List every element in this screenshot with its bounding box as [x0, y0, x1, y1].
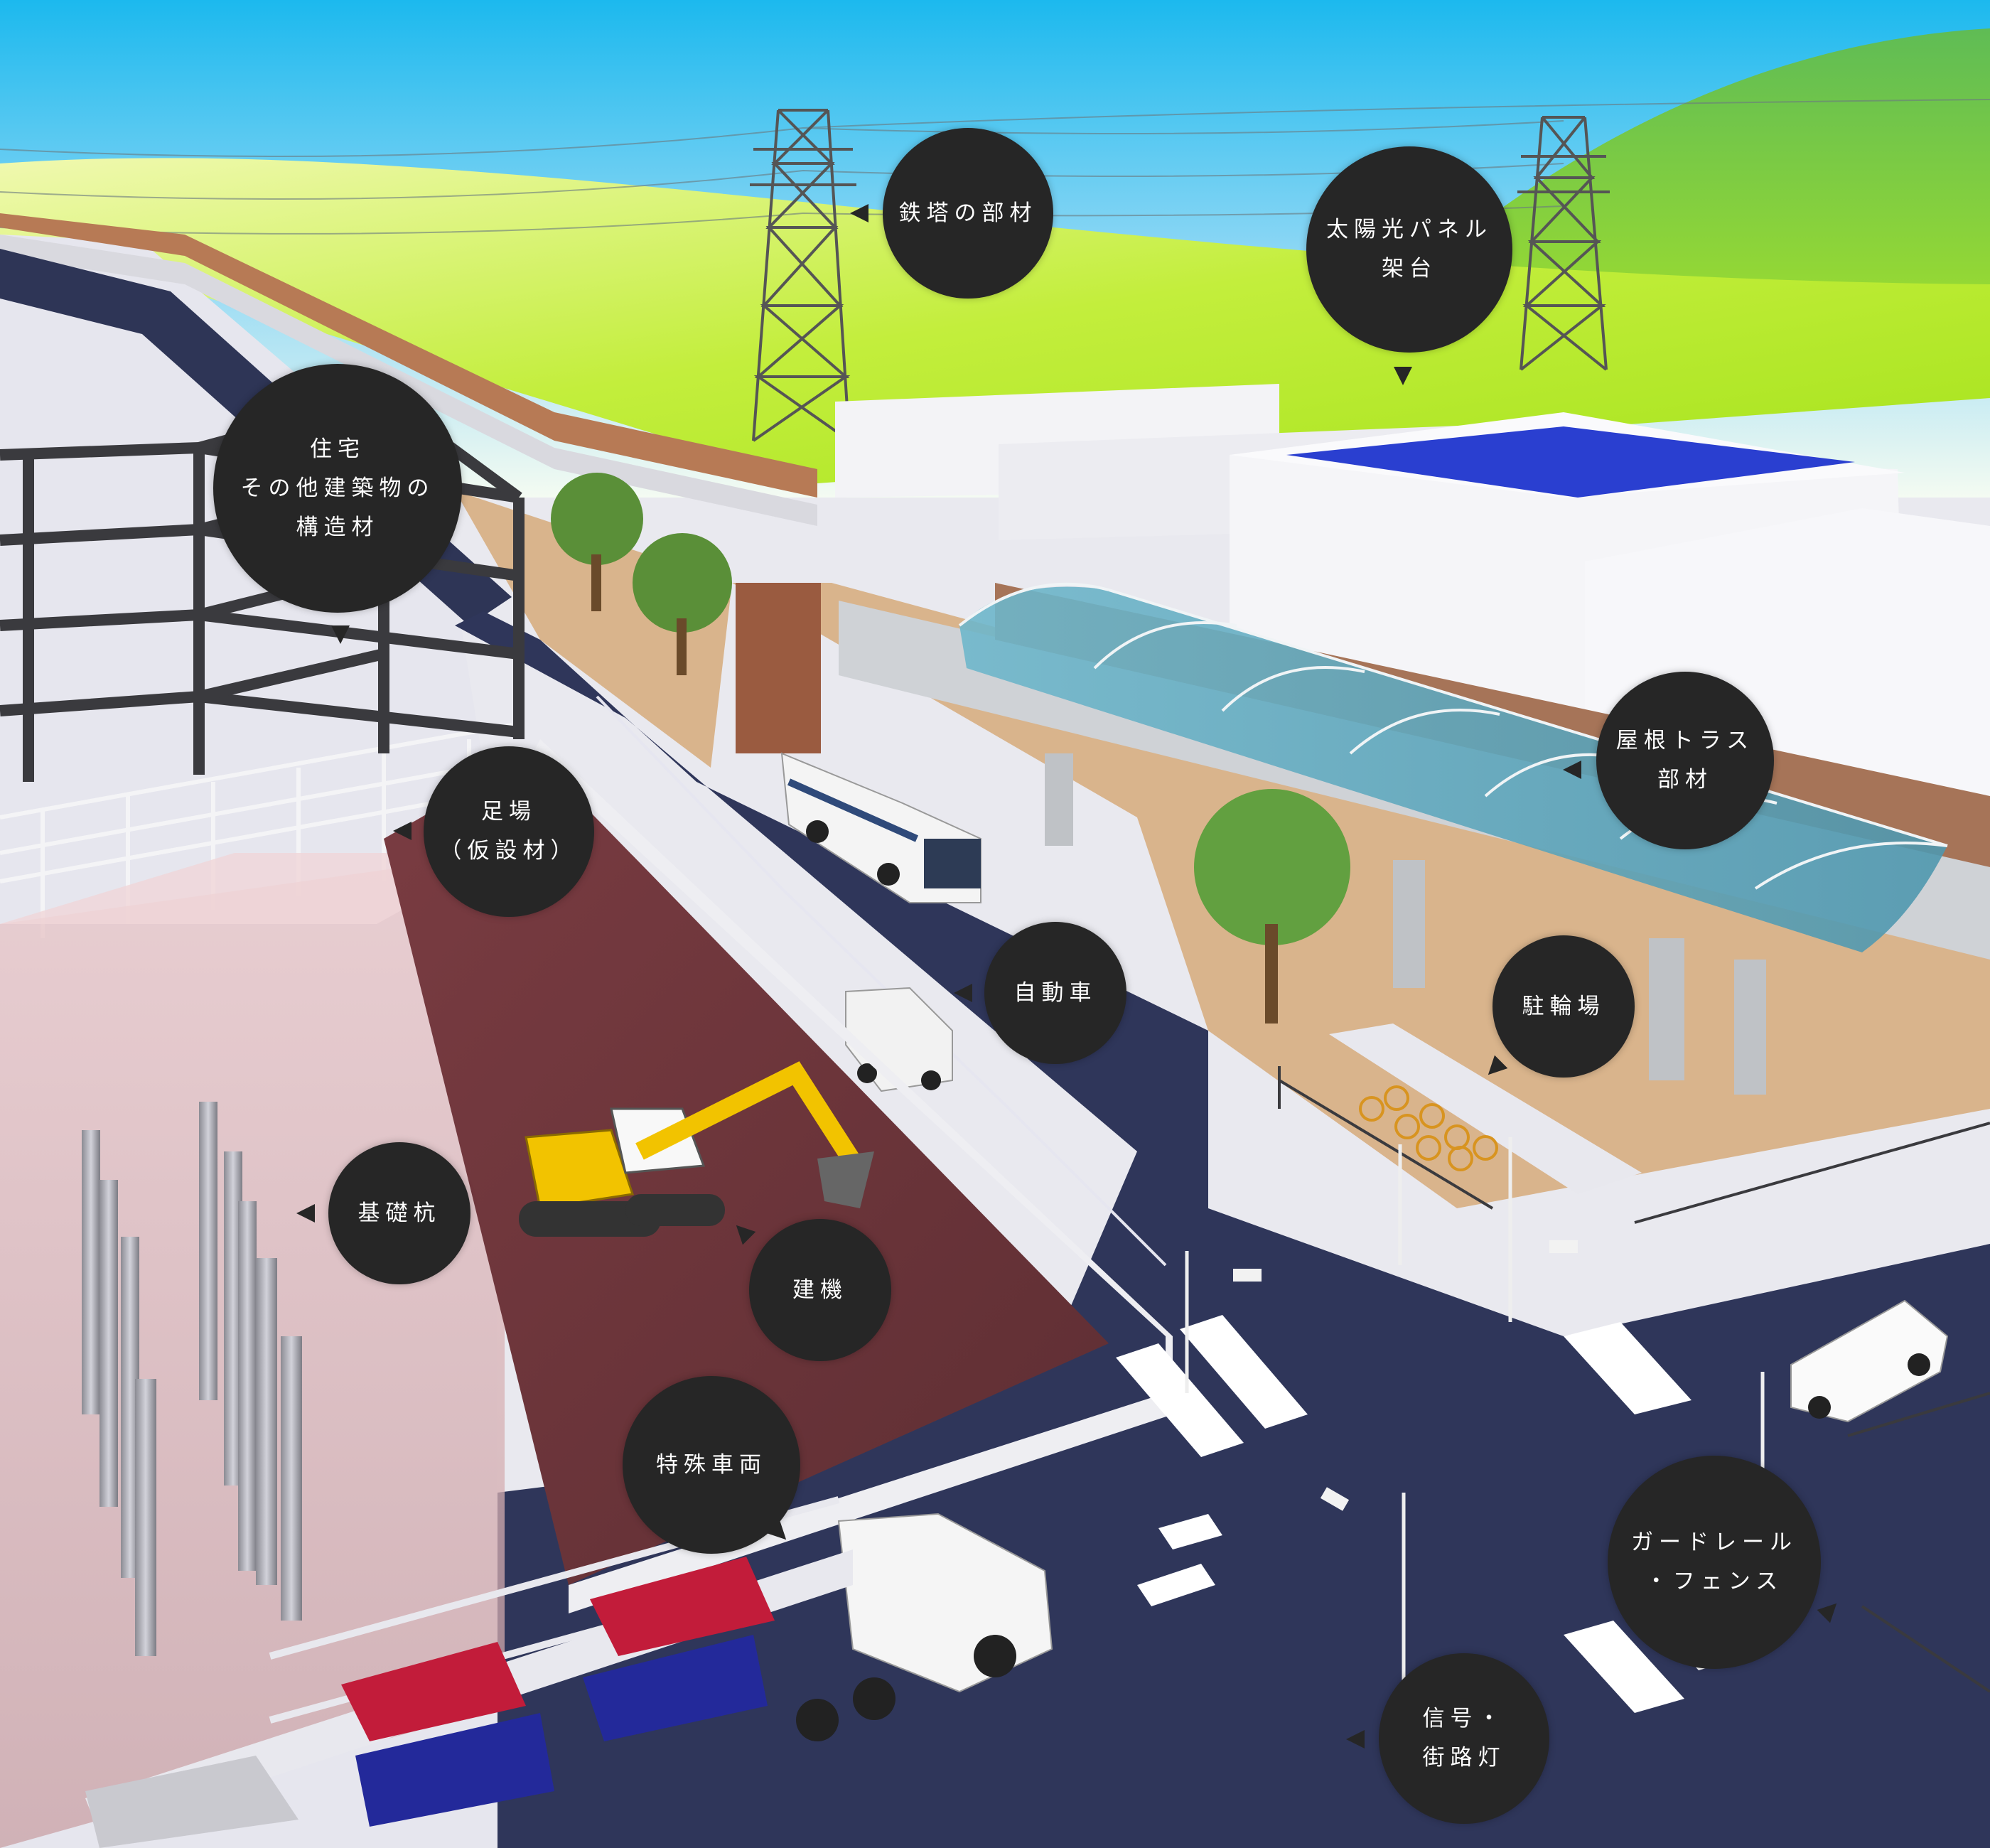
- callout-building-structure-line-3: 構造材: [296, 514, 380, 540]
- callout-foundation-pile: 基礎杭: [328, 1142, 470, 1284]
- callout-roof-truss-line-1: 屋根トラス: [1615, 728, 1755, 753]
- pointer-foundation-pile: [296, 1204, 315, 1223]
- elevated-rail-side: [0, 235, 817, 526]
- warehouses: [835, 384, 1990, 846]
- station-roof: [959, 586, 1947, 952]
- callout-special-vehicle-line-1: 特殊車両: [656, 1451, 767, 1478]
- pointer-solar-mount: [1394, 367, 1412, 385]
- solar-panels: [1286, 426, 1855, 498]
- grass-field: [0, 158, 1990, 483]
- steel-tower-2: [1517, 116, 1610, 371]
- bus: [780, 752, 981, 903]
- callout-foundation-pile-line-1: 基礎杭: [357, 1200, 441, 1226]
- pickup-truck: [845, 987, 953, 1092]
- callout-scaffolding: 足場 （仮設材）: [424, 746, 594, 917]
- callout-scaffolding-line-2: （仮設材）: [439, 838, 579, 864]
- guardrails: [1278, 1066, 1990, 1693]
- callout-bicycle-parking: 駐輪場: [1492, 935, 1635, 1078]
- station-entrance-block: [736, 583, 821, 753]
- station-pillars: [1045, 753, 1766, 1095]
- foundation-box-top: [0, 853, 505, 924]
- power-lines: [0, 99, 1990, 235]
- callout-automobile: 自動車: [984, 922, 1126, 1064]
- callout-roof-truss-line-2: 部材: [1657, 767, 1713, 793]
- callout-signal-streetlight: 信号・ 街路灯: [1379, 1653, 1549, 1824]
- white-sedan: [1790, 1299, 1949, 1423]
- callout-guardrail-fence-line-2: ・フェンス: [1645, 1569, 1784, 1594]
- pointer-scaffolding: [393, 822, 412, 840]
- callout-solar-mount: 太陽光パネル 架台: [1306, 146, 1512, 353]
- car-carrier: [85, 1496, 1053, 1848]
- callout-steel-tower: 鉄塔の部材: [883, 128, 1053, 299]
- pointer-steel-tower: [850, 204, 868, 222]
- street-lights: [1185, 1137, 1765, 1720]
- main-road: [455, 611, 1990, 1848]
- traffic-signals: [1233, 1240, 1578, 1511]
- construction-site: [384, 753, 1109, 1585]
- callout-construction-machine-line-1: 建機: [792, 1277, 848, 1303]
- callout-building-structure-line-2: その他建築物の: [240, 475, 435, 501]
- trees: [551, 473, 1350, 1024]
- bicycles: [1359, 1085, 1498, 1171]
- callout-scaffolding-line-1: 足場: [481, 799, 537, 824]
- callout-building-structure-line-1: 住宅: [310, 436, 365, 462]
- callout-special-vehicle: 特殊車両: [623, 1376, 800, 1554]
- callout-guardrail-fence-line-1: ガードレール: [1631, 1530, 1797, 1555]
- pointer-roof-truss: [1563, 761, 1581, 779]
- pointer-automobile: [954, 984, 972, 1002]
- callout-building-structure: 住宅 その他建築物の 構造材: [213, 364, 462, 613]
- excavator: [519, 1061, 874, 1237]
- callout-signal-streetlight-line-1: 信号・: [1422, 1706, 1506, 1731]
- callout-solar-mount-line-2: 架台: [1382, 256, 1437, 281]
- callout-signal-streetlight-line-2: 街路灯: [1422, 1745, 1506, 1771]
- steel-tower-1: [750, 109, 856, 442]
- callout-automobile-line-1: 自動車: [1013, 979, 1097, 1006]
- elevated-rail-far: [0, 213, 817, 498]
- pointer-building-structure: [331, 625, 350, 644]
- scaffolding: [0, 723, 512, 938]
- callout-bicycle-parking-line-1: 駐輪場: [1522, 993, 1606, 1019]
- callout-steel-tower-line-1: 鉄塔の部材: [898, 200, 1038, 226]
- foundation-piles: [82, 1102, 302, 1656]
- callout-guardrail-fence: ガードレール ・フェンス: [1608, 1456, 1821, 1669]
- bike-shelter-roof: [1329, 1024, 1642, 1194]
- callout-construction-machine: 建機: [749, 1219, 891, 1361]
- callout-solar-mount-line-1: 太陽光パネル: [1326, 217, 1492, 242]
- callout-roof-truss: 屋根トラス 部材: [1596, 672, 1774, 849]
- pointer-signal-streetlight: [1346, 1730, 1365, 1748]
